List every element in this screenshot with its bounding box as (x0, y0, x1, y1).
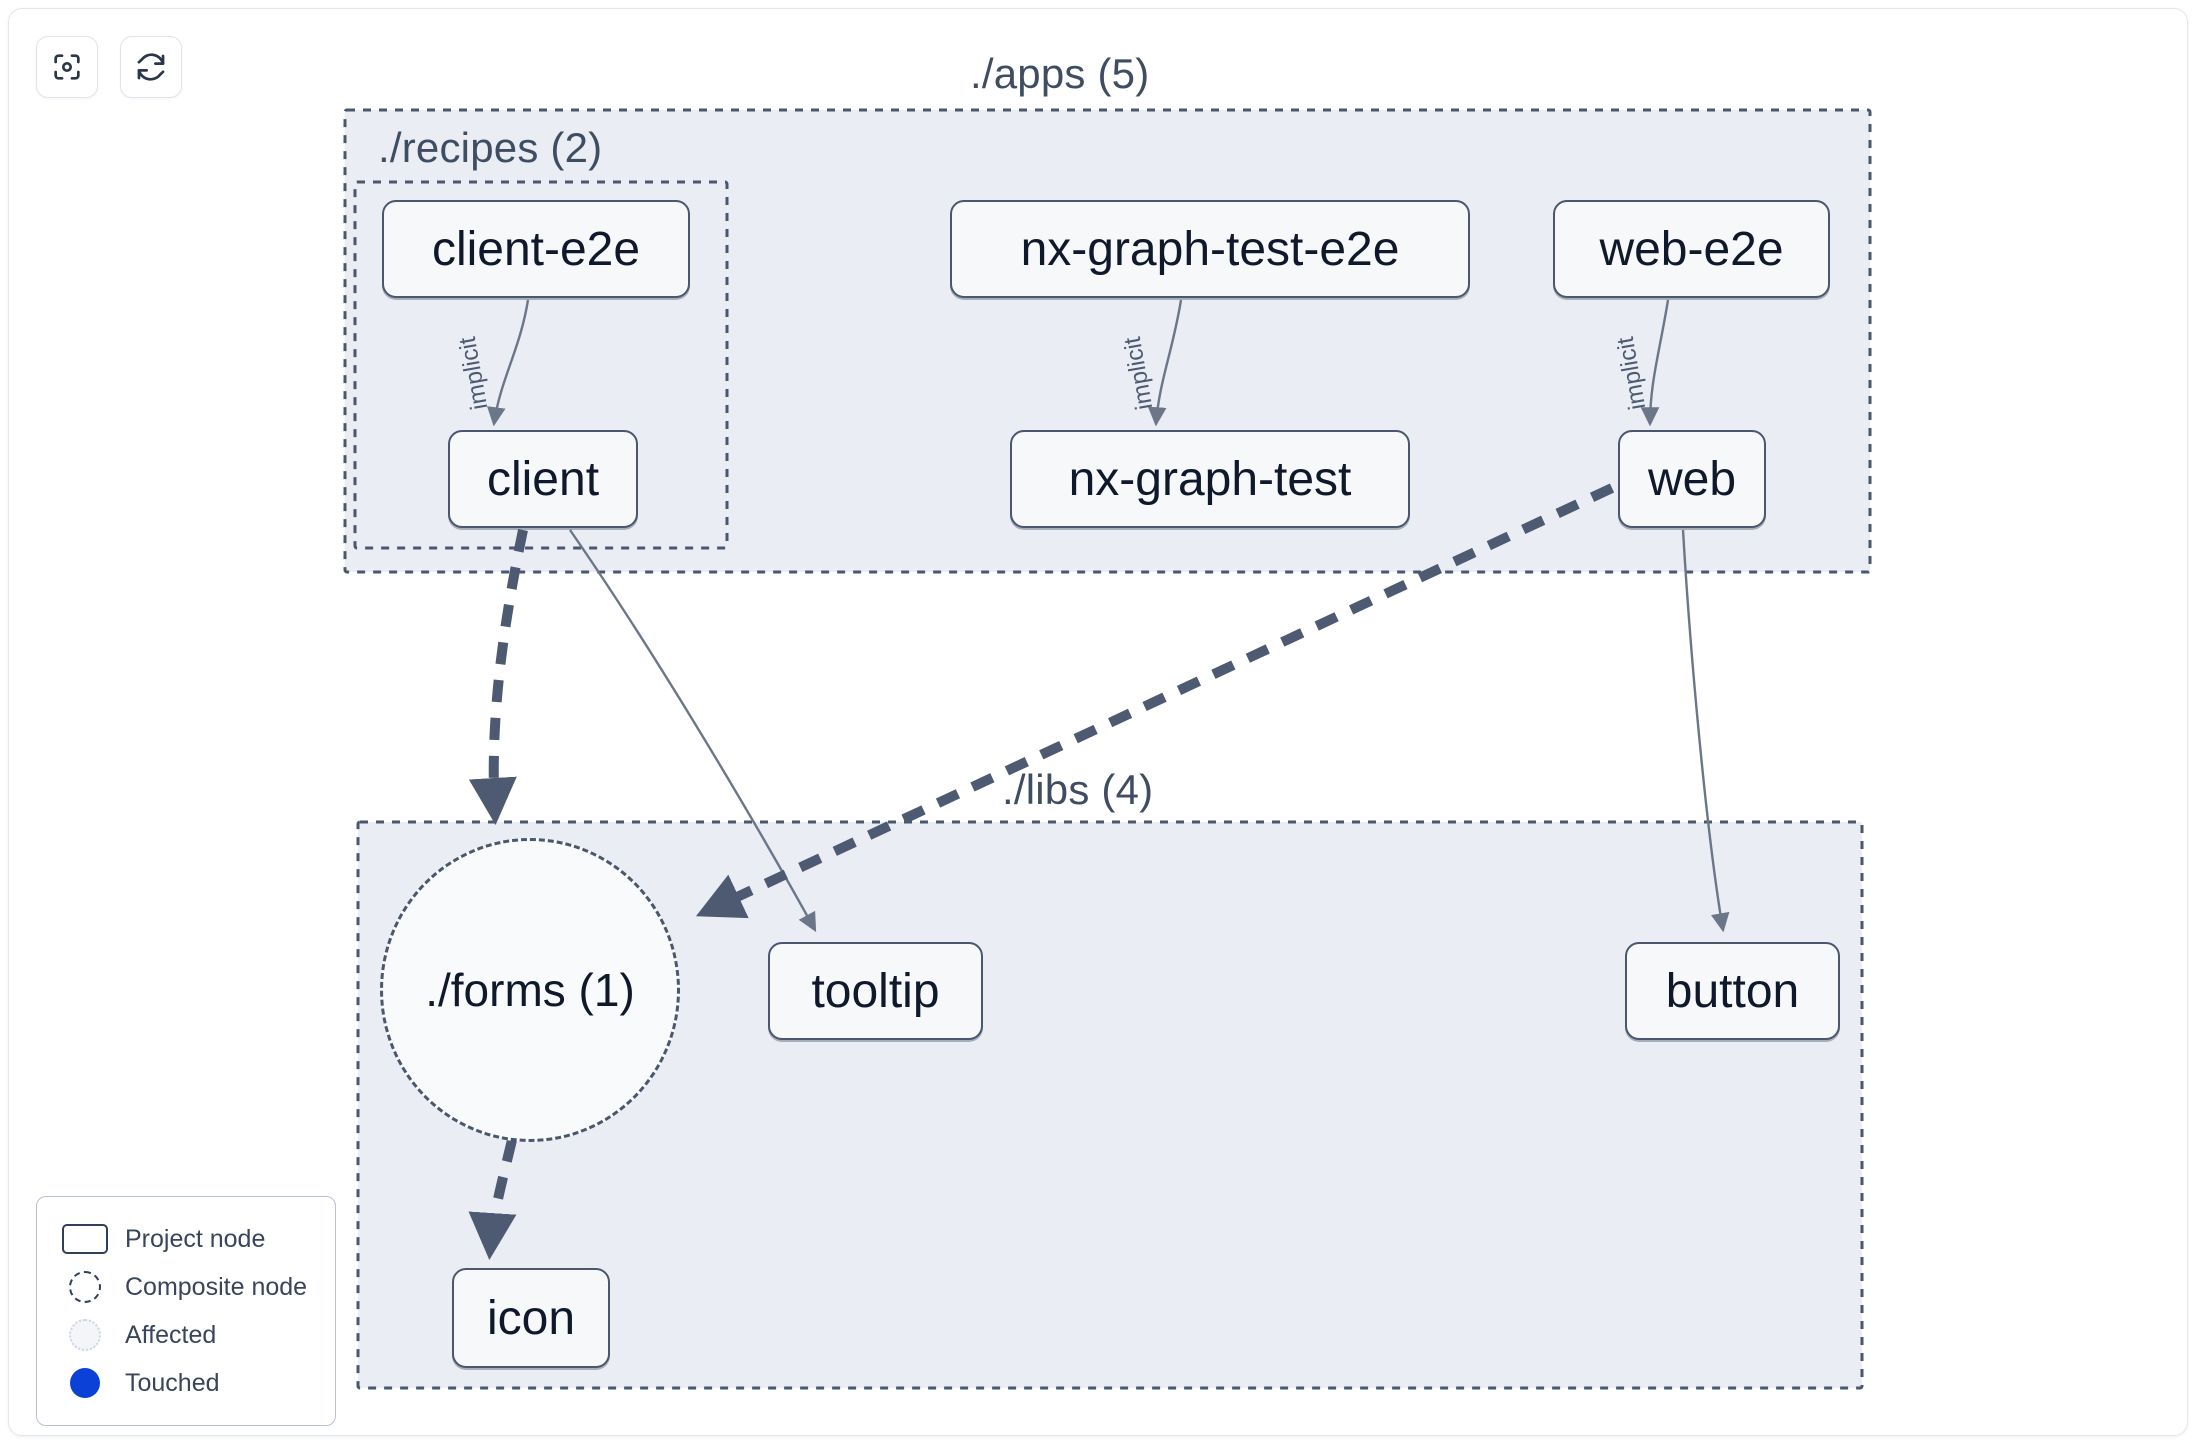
node-web[interactable]: web (1618, 430, 1766, 528)
legend-label-project-node: Project node (125, 1224, 266, 1253)
edge-web-to-forms (695, 483, 1615, 919)
refresh-sync-icon (134, 50, 168, 84)
node-tooltip[interactable]: tooltip (768, 942, 983, 1040)
legend-item-affected: Affected (57, 1311, 315, 1359)
node-button[interactable]: button (1625, 942, 1840, 1040)
legend-label-touched: Touched (125, 1368, 220, 1397)
graph-legend: Project node Composite node Affected Tou… (36, 1196, 336, 1426)
refresh-graph-button[interactable] (120, 36, 182, 98)
legend-item-project-node: Project node (57, 1215, 315, 1263)
group-label-libs: ./libs (4) (1002, 766, 1154, 813)
touched-swatch (57, 1368, 113, 1398)
affected-swatch (57, 1319, 113, 1351)
group-label-apps: ./apps (5) (970, 50, 1150, 97)
legend-label-composite-node: Composite node (125, 1272, 308, 1301)
edge-client-to-forms (468, 528, 528, 825)
node-icon[interactable]: icon (452, 1268, 610, 1368)
edge-nx-graph-test-e2e-to-nx-graph-test: implicit (1119, 299, 1183, 427)
group-label-recipes: ./recipes (2) (378, 124, 603, 171)
node-client-e2e[interactable]: client-e2e (382, 200, 690, 298)
legend-item-composite-node: Composite node (57, 1263, 315, 1311)
focus-target-icon (50, 50, 84, 84)
project-node-swatch (57, 1224, 113, 1254)
edge-web-to-button (1681, 529, 1730, 933)
legend-item-touched: Touched (57, 1359, 315, 1407)
focus-graph-button[interactable] (36, 36, 98, 98)
node-client[interactable]: client (448, 430, 638, 528)
group-rect-libs (356, 820, 1864, 1390)
node-nx-graph-test-e2e[interactable]: nx-graph-test-e2e (950, 200, 1470, 298)
legend-label-affected: Affected (125, 1320, 217, 1349)
composite-node-swatch (57, 1271, 113, 1303)
node-web-e2e[interactable]: web-e2e (1553, 200, 1830, 298)
node-forms-composite[interactable]: ./forms (1) (380, 838, 680, 1142)
edge-forms-to-icon (468, 1138, 517, 1260)
node-nx-graph-test[interactable]: nx-graph-test (1010, 430, 1410, 528)
graph-toolbar (36, 36, 182, 98)
edge-client-to-tooltip (569, 529, 817, 933)
